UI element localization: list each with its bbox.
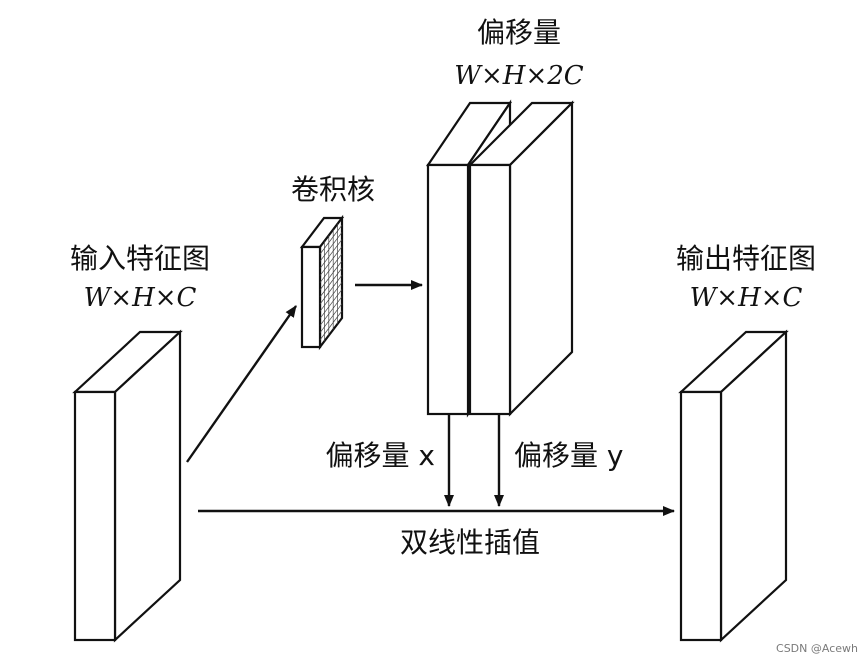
kernel-grid-row (319, 274, 343, 305)
watermark: CSDN @Acewh (776, 642, 858, 655)
arrow-input-to-kernel (186, 305, 297, 463)
offset-x-label: 偏移量 x (326, 439, 435, 472)
conv-kernel-block (299, 214, 345, 351)
kernel-grid-row (319, 267, 343, 298)
offset-y-label: 偏移量 y (514, 439, 623, 472)
kernel-grid-row (319, 289, 343, 319)
input-feature-map-block (72, 329, 183, 643)
kernel-grid-row (319, 282, 343, 312)
kernel-grid-row (319, 303, 343, 333)
input-title: 输入特征图 (70, 242, 210, 275)
kernel-grid (319, 223, 343, 342)
kernel-grid-row (319, 224, 343, 255)
kernel-title: 卷积核 (291, 173, 375, 206)
output-title: 输出特征图 (676, 242, 816, 275)
kernel-grid-row (319, 246, 343, 276)
kernel-grid-row (319, 260, 343, 291)
output-feature-map-block (678, 329, 789, 643)
offset-title: 偏移量 (477, 16, 561, 49)
kernel-grid-row (319, 296, 343, 326)
input-dim: W×H×C (84, 283, 197, 313)
kernel-grid-row (319, 232, 343, 262)
output-dim: W×H×C (690, 283, 803, 313)
kernel-grid-row (319, 239, 343, 269)
kernel-grid-row (319, 253, 343, 283)
kernel-grid-row (319, 310, 343, 341)
offset-block-right (467, 100, 575, 417)
interp-label: 双线性插值 (400, 526, 540, 559)
offset-dim: W×H×2C (454, 61, 584, 91)
